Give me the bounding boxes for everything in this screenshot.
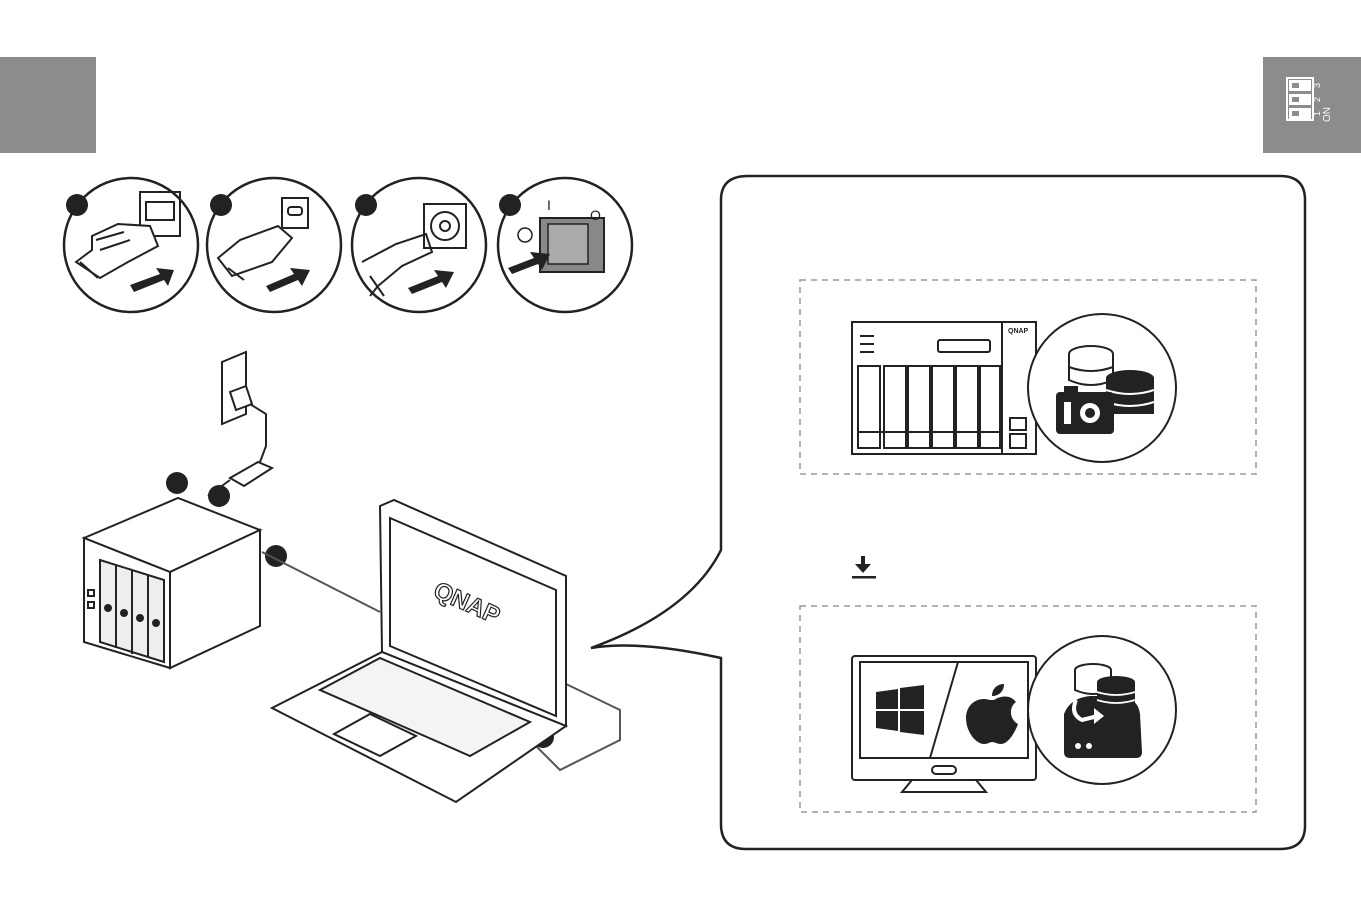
insert-arrow-2 xyxy=(266,268,310,292)
database-snapshot-icon xyxy=(1028,314,1176,462)
usb-a-port-icon xyxy=(76,192,180,278)
callout-marker-a xyxy=(166,472,188,494)
nas-front-panel-icon xyxy=(852,322,1036,454)
dip-switch-labels: 3 2 1 ON xyxy=(1312,83,1333,122)
power-on-symbol: I xyxy=(547,197,551,213)
nas-brand-badge: QNAP xyxy=(1008,328,1029,335)
step-marker-3 xyxy=(355,194,377,216)
step-marker-4 xyxy=(499,194,521,216)
power-off-symbol: O xyxy=(590,207,601,223)
wall-outlet-icon xyxy=(222,352,252,424)
dip-number-3: 3 xyxy=(1312,83,1322,88)
dip-on-label: ON xyxy=(1322,107,1333,122)
step-marker-2 xyxy=(210,194,232,216)
insert-arrow-3 xyxy=(408,270,454,294)
power-adapter-icon xyxy=(230,462,272,486)
dip-number-1: 1 xyxy=(1312,111,1322,116)
callout-marker-b xyxy=(208,485,230,507)
insert-arrow-1 xyxy=(130,268,174,292)
network-cable xyxy=(262,552,380,612)
outlet-cable xyxy=(250,404,266,462)
dc-power-port-icon xyxy=(362,204,466,296)
nas-device-icon xyxy=(84,498,260,668)
usb-c-port-icon xyxy=(218,198,308,280)
step-marker-1 xyxy=(66,194,88,216)
dip-number-2: 2 xyxy=(1312,97,1322,102)
dip-switch-icon xyxy=(1287,78,1313,120)
database-restore-icon xyxy=(1028,636,1176,784)
laptop-icon xyxy=(272,500,566,802)
